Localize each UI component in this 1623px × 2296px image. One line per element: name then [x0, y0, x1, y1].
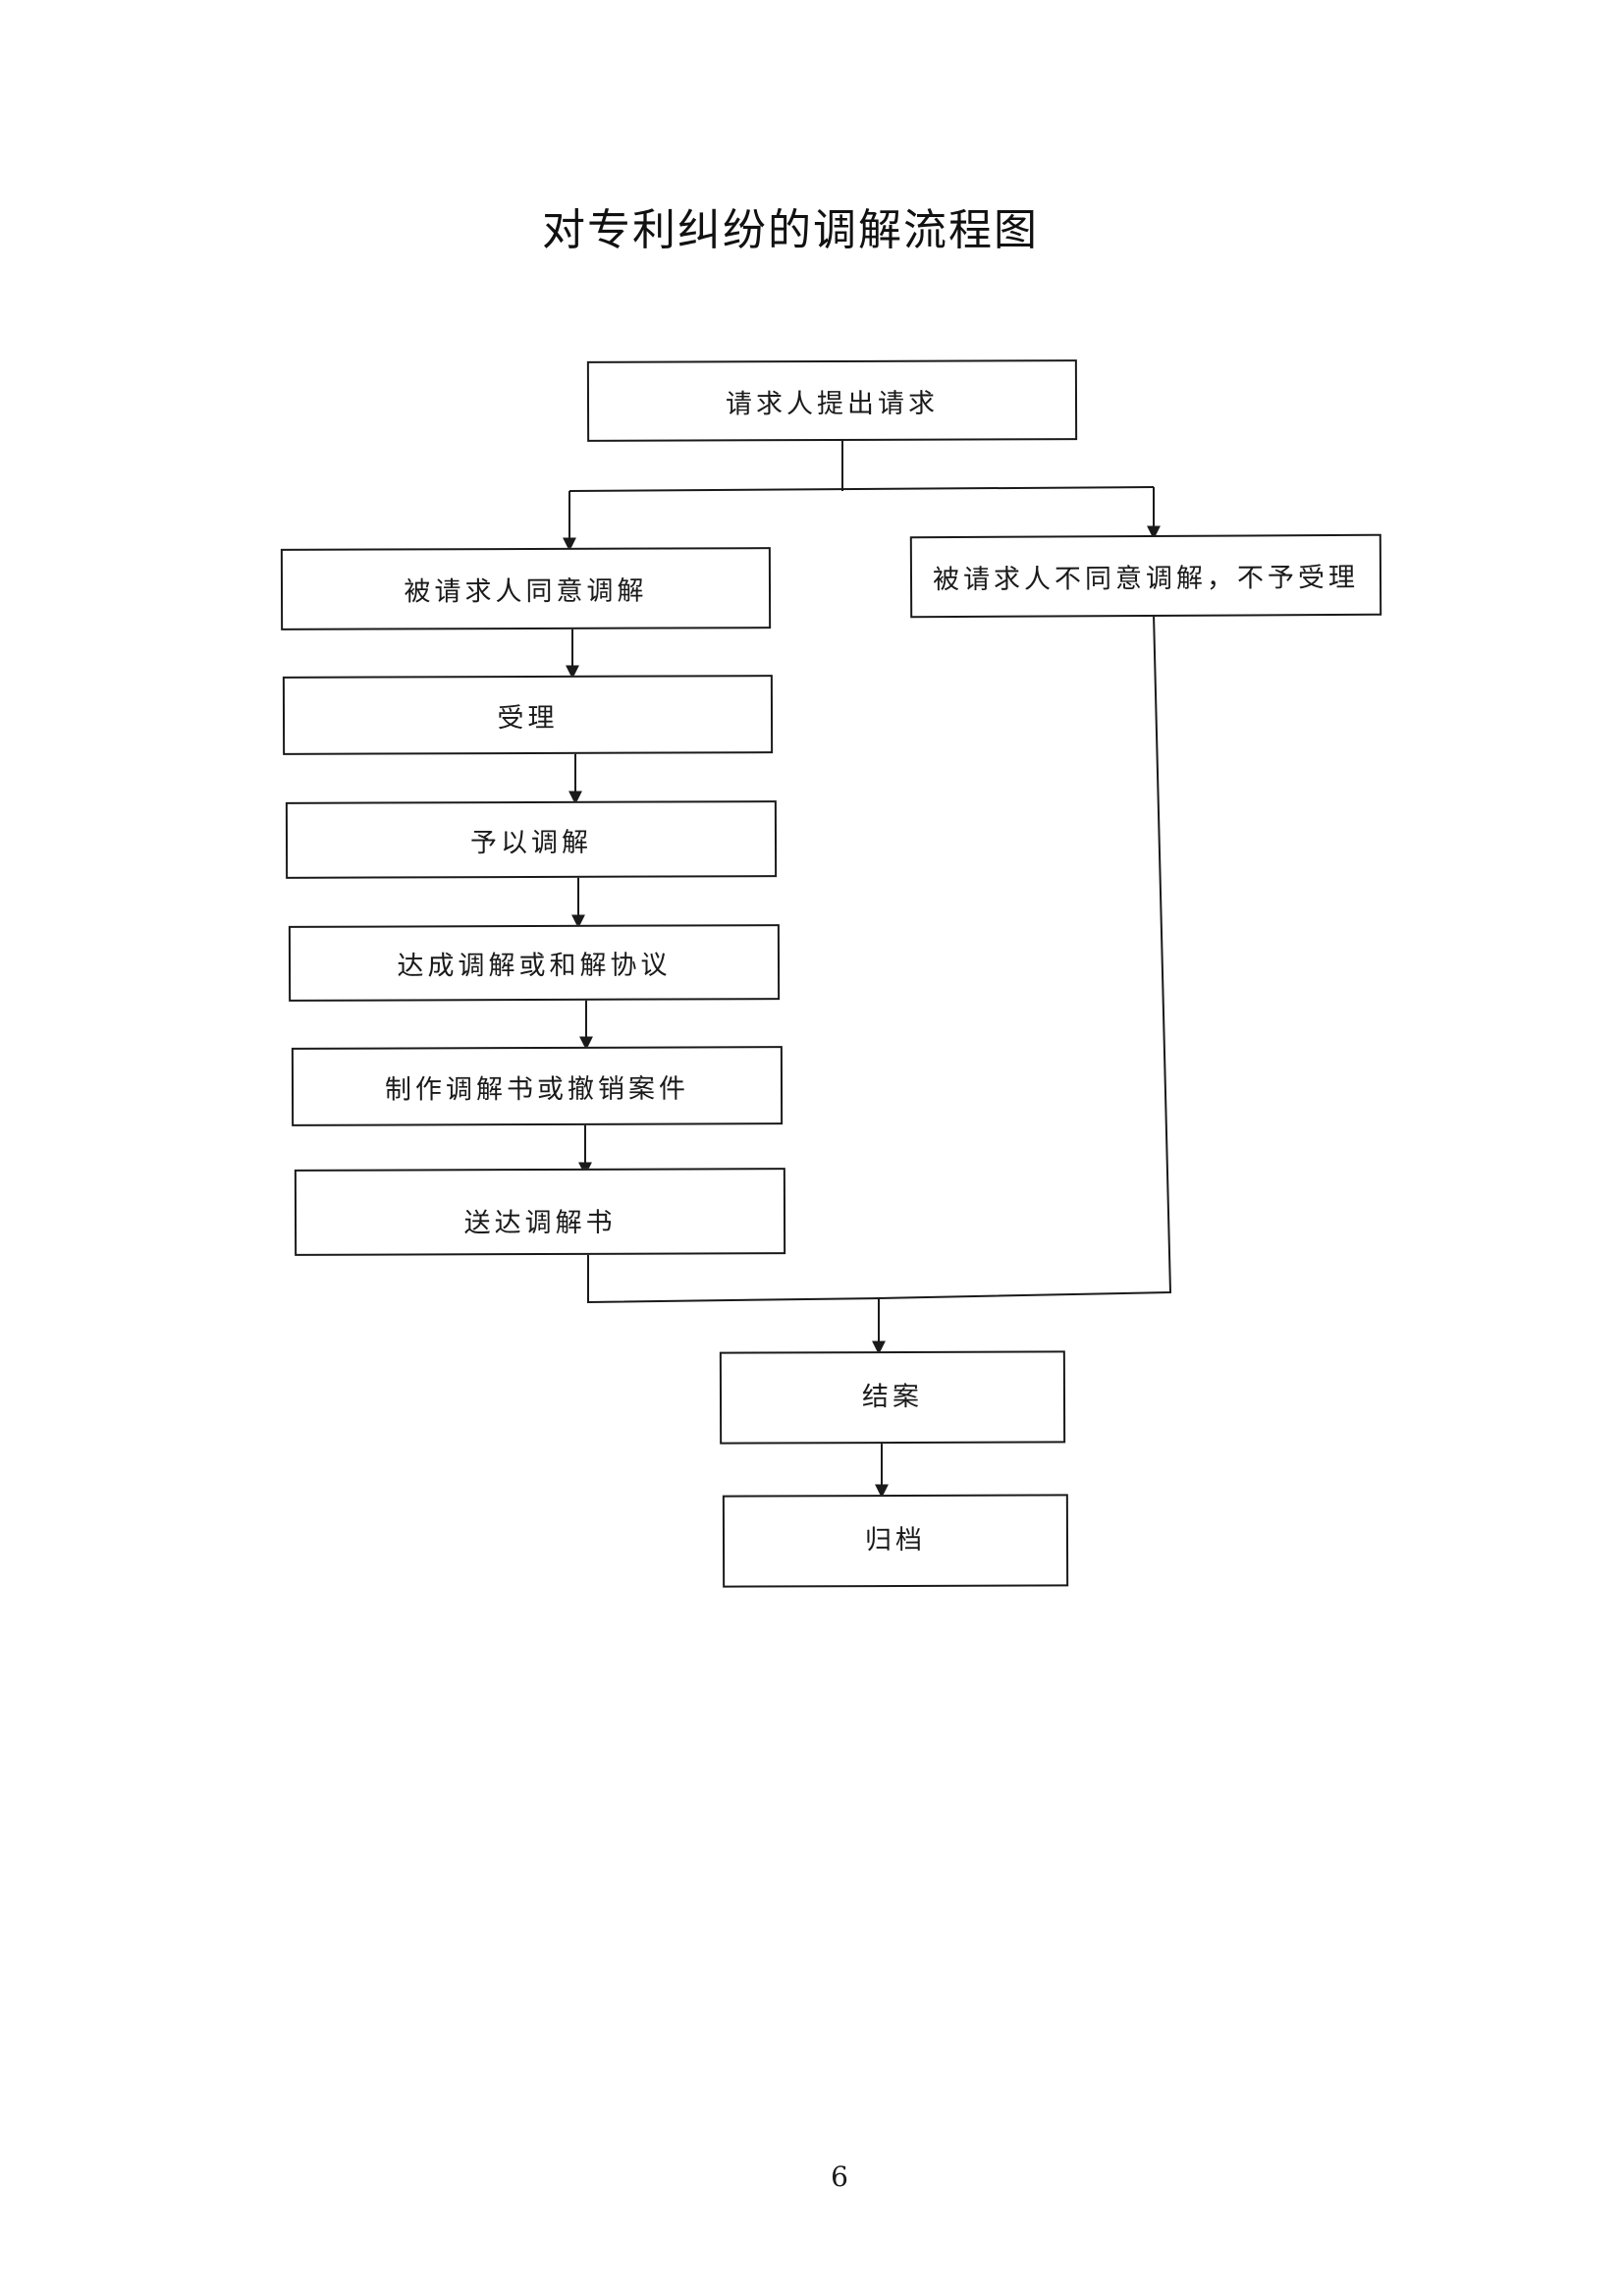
node-agree-label: 被请求人同意调解 — [404, 575, 648, 608]
node-request: 请求人提出请求 — [586, 359, 1078, 442]
node-agree: 被请求人同意调解 — [280, 547, 772, 630]
node-agreement-label: 达成调解或和解协议 — [397, 950, 672, 982]
connector-disagree-merge — [878, 613, 1172, 1299]
node-disagree: 被请求人不同意调解，不予受理 — [909, 533, 1382, 619]
page-title: 对专利纠纷的调解流程图 — [542, 205, 1039, 255]
node-close-case: 结案 — [719, 1350, 1066, 1445]
node-deliver-label: 送达调解书 — [463, 1207, 617, 1239]
node-request-label: 请求人提出请求 — [725, 388, 940, 419]
page-number: 6 — [831, 2160, 848, 2193]
node-mediate-label: 予以调解 — [469, 827, 593, 858]
node-archive: 归档 — [722, 1494, 1069, 1588]
connector-split-horizontal — [568, 486, 1155, 492]
node-archive-label: 归档 — [864, 1524, 927, 1557]
node-make-document: 制作调解书或撤销案件 — [291, 1046, 784, 1126]
node-agreement: 达成调解或和解协议 — [288, 924, 781, 1002]
node-accept-label: 受理 — [497, 702, 559, 734]
node-make-document-label: 制作调解书或撤销案件 — [384, 1072, 690, 1106]
node-accept: 受理 — [282, 675, 774, 755]
node-disagree-label: 被请求人不同意调解，不予受理 — [932, 562, 1360, 596]
node-mediate: 予以调解 — [285, 800, 778, 879]
node-close-case-label: 结案 — [861, 1381, 924, 1413]
connector-deliver-merge — [587, 1253, 880, 1304]
node-deliver: 送达调解书 — [294, 1168, 786, 1256]
